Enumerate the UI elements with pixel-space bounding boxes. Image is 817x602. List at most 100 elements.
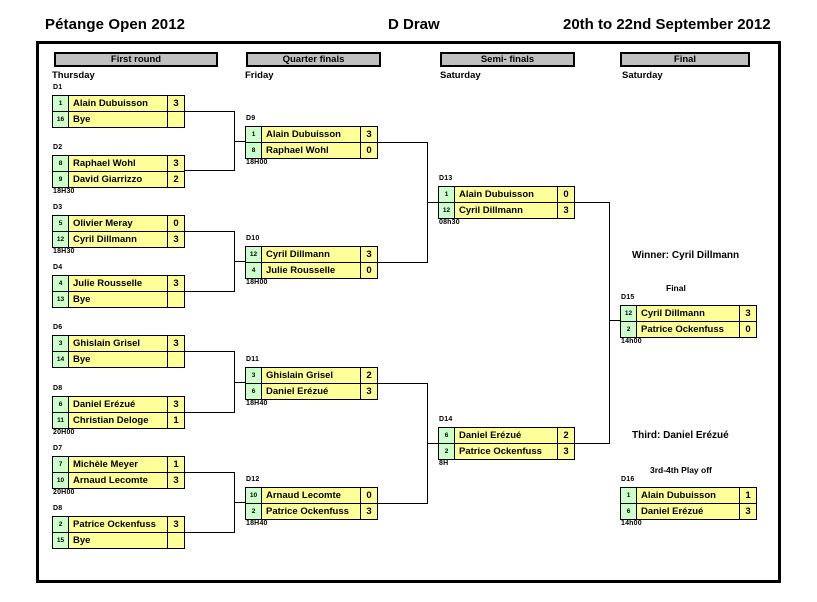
match-box-D15[interactable]: D15 12 Cyril Dillmann 3 2 Patrice Ockenf… <box>620 294 757 345</box>
match-box-D11[interactable]: D11 3 Ghislain Grisel 2 6 Daniel Erézué … <box>245 356 378 407</box>
player: Christian Deloge <box>68 412 168 429</box>
match-id: D2 <box>53 144 63 151</box>
table-row[interactable]: 11 Christian Deloge 1 <box>52 412 185 429</box>
table-row[interactable]: 2 Patrice Ockenfuss 0 <box>620 321 757 338</box>
match-box-D12[interactable]: D12 10 Arnaud Lecomte 0 2 Patrice Ockenf… <box>245 476 378 527</box>
player: Alain Dubuisson <box>68 95 168 112</box>
seed: 1 <box>52 95 69 112</box>
score <box>167 532 185 549</box>
player: Daniel Erézué <box>636 503 740 520</box>
table-row[interactable]: 2 Patrice Ockenfuss 3 <box>245 503 378 520</box>
player: David Giarrizzo <box>68 171 168 188</box>
player: Alain Dubuisson <box>454 186 558 203</box>
player: Ghislain Grisel <box>68 335 168 352</box>
player: Olivier Meray <box>68 215 168 232</box>
connector-line <box>185 351 235 352</box>
seed: 3 <box>52 335 69 352</box>
table-row[interactable]: 14 Bye <box>52 351 185 368</box>
round-header-first-round: First round <box>54 52 218 67</box>
match-box-D10[interactable]: D10 12 Cyril Dillmann 3 4 Julie Roussell… <box>245 235 378 286</box>
player: Julie Rousselle <box>68 275 168 292</box>
match-box-D8-upper[interactable]: D8 6 Daniel Erézué 3 11 Christian Deloge… <box>52 385 185 436</box>
match-box-D2[interactable]: D2 8 Raphael Wohl 3 9 David Giarrizzo 2 … <box>52 144 185 195</box>
table-row[interactable]: 12 Cyril Dillmann 3 <box>52 231 185 248</box>
score: 3 <box>739 503 757 520</box>
table-row[interactable]: 6 Daniel Erézué 3 <box>620 503 757 520</box>
match-box-D14[interactable]: D14 6 Daniel Erézué 2 2 Patrice Ockenfus… <box>438 416 575 467</box>
table-row[interactable]: 12 Cyril Dillmann 3 <box>620 305 757 322</box>
draw-title: D Draw <box>388 16 440 33</box>
player: Michèle Meyer <box>68 456 168 473</box>
table-row[interactable]: 7 Michèle Meyer 1 <box>52 456 185 473</box>
connector-line <box>378 383 428 384</box>
table-row[interactable]: 8 Raphael Wohl 3 <box>52 155 185 172</box>
table-row[interactable]: 3 Ghislain Grisel 3 <box>52 335 185 352</box>
player: Alain Dubuisson <box>636 487 740 504</box>
seed: 6 <box>438 427 455 444</box>
seed: 6 <box>245 383 262 400</box>
table-row[interactable]: 1 Alain Dubuisson 0 <box>438 186 575 203</box>
match-box-D8-lower[interactable]: D8 2 Patrice Ockenfuss 3 15 Bye <box>52 505 185 549</box>
table-row[interactable]: 8 Raphael Wohl 0 <box>245 142 378 159</box>
score: 3 <box>557 443 575 460</box>
seed: 5 <box>52 215 69 232</box>
third-place-caption: 3rd-4th Play off <box>650 465 712 475</box>
player: Raphael Wohl <box>261 142 361 159</box>
round-day-quarter-finals: Friday <box>245 70 274 81</box>
table-row[interactable]: 1 Alain Dubuisson 3 <box>52 95 185 112</box>
table-row[interactable]: 1 Alain Dubuisson 1 <box>620 487 757 504</box>
seed: 12 <box>438 202 455 219</box>
table-row[interactable]: 12 Cyril Dillmann 3 <box>245 246 378 263</box>
table-row[interactable]: 1 Alain Dubuisson 3 <box>245 126 378 143</box>
match-box-D7[interactable]: D7 7 Michèle Meyer 1 10 Arnaud Lecomte 3… <box>52 445 185 496</box>
match-time: 18H00 <box>246 279 268 286</box>
player: Patrice Ockenfuss <box>454 443 558 460</box>
connector-line <box>378 503 428 504</box>
score <box>167 351 185 368</box>
table-row[interactable]: 13 Bye <box>52 291 185 308</box>
table-row[interactable]: 4 Julie Rousselle 0 <box>245 262 378 279</box>
match-box-D1[interactable]: D1 1 Alain Dubuisson 3 16 Bye <box>52 84 185 128</box>
player: Daniel Erézué <box>261 383 361 400</box>
tournament-title: Pétange Open 2012 <box>45 16 186 33</box>
match-box-D13[interactable]: D13 1 Alain Dubuisson 0 12 Cyril Dillman… <box>438 175 575 226</box>
seed: 10 <box>52 472 69 489</box>
round-header-quarter-finals: Quarter finals <box>246 52 381 67</box>
match-id: D6 <box>53 324 63 331</box>
table-row[interactable]: 10 Arnaud Lecomte 0 <box>245 487 378 504</box>
table-row[interactable]: 15 Bye <box>52 532 185 549</box>
table-row[interactable]: 6 Daniel Erézué 3 <box>52 396 185 413</box>
player: Bye <box>68 291 168 308</box>
table-row[interactable]: 2 Patrice Ockenfuss 3 <box>52 516 185 533</box>
match-id: D13 <box>439 175 453 182</box>
player: Cyril Dillmann <box>68 231 168 248</box>
match-id: D7 <box>53 445 63 452</box>
table-row[interactable]: 9 David Giarrizzo 2 <box>52 171 185 188</box>
score: 3 <box>360 246 378 263</box>
match-time: 18H00 <box>246 159 268 166</box>
match-box-D6[interactable]: D6 3 Ghislain Grisel 3 14 Bye <box>52 324 185 368</box>
score: 2 <box>167 171 185 188</box>
table-row[interactable]: 6 Daniel Erézué 3 <box>245 383 378 400</box>
match-time: 14h00 <box>621 338 642 345</box>
match-box-D9[interactable]: D9 1 Alain Dubuisson 3 8 Raphael Wohl 0 … <box>245 115 378 166</box>
player: Daniel Erézué <box>454 427 558 444</box>
match-box-D16[interactable]: D16 1 Alain Dubuisson 1 6 Daniel Erézué … <box>620 476 757 527</box>
seed: 16 <box>52 111 69 128</box>
round-day-semi-finals: Saturday <box>440 70 481 81</box>
seed: 12 <box>245 246 262 263</box>
table-row[interactable]: 6 Daniel Erézué 2 <box>438 427 575 444</box>
table-row[interactable]: 12 Cyril Dillmann 3 <box>438 202 575 219</box>
match-box-D4[interactable]: D4 4 Julie Rousselle 3 13 Bye <box>52 264 185 308</box>
score <box>167 291 185 308</box>
table-row[interactable]: 16 Bye <box>52 111 185 128</box>
table-row[interactable]: 2 Patrice Ockenfuss 3 <box>438 443 575 460</box>
match-box-D3[interactable]: D3 5 Olivier Meray 0 12 Cyril Dillmann 3… <box>52 204 185 255</box>
seed: 2 <box>52 516 69 533</box>
connector-line <box>185 231 235 232</box>
score: 3 <box>557 202 575 219</box>
table-row[interactable]: 3 Ghislain Grisel 2 <box>245 367 378 384</box>
table-row[interactable]: 5 Olivier Meray 0 <box>52 215 185 232</box>
table-row[interactable]: 4 Julie Rousselle 3 <box>52 275 185 292</box>
table-row[interactable]: 10 Arnaud Lecomte 3 <box>52 472 185 489</box>
